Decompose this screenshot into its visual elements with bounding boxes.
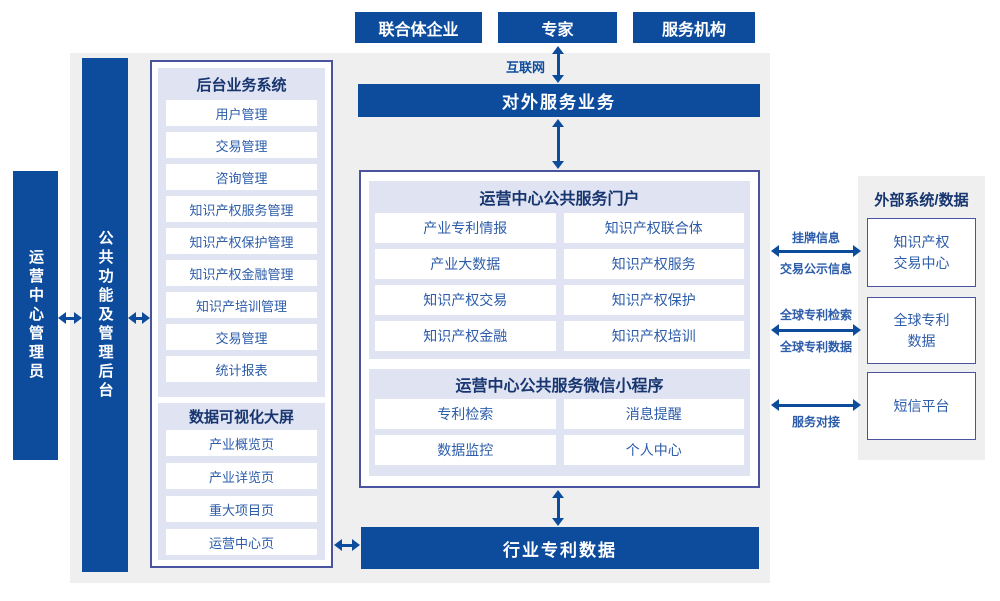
list-item: 统计报表	[166, 356, 317, 382]
miniprogram-cell: 专利检索	[375, 399, 556, 429]
external-system-line: 知识产权	[893, 234, 950, 251]
arrow-left-icon	[128, 312, 136, 324]
link-label-listing-info: 挂牌信息	[791, 231, 840, 245]
industry-patent-data-bar: 行业专利数据	[361, 527, 759, 569]
double-arrow-trading-center-icon	[771, 244, 861, 258]
miniprogram-title: 运营中心公共服务微信小程序	[455, 378, 664, 395]
double-arrow-dashboard-data-icon	[334, 538, 360, 552]
external-system-global-patent-data: 全球专利 数据	[867, 297, 976, 364]
portal-cell: 知识产权培训	[563, 321, 744, 351]
list-item: 知识产权服务管理	[166, 196, 317, 222]
admin-modules-box: 后台业务系统 用户管理 交易管理 咨询管理 知识产权服务管理 知识产权保护管理 …	[150, 60, 333, 568]
portal-cell: 知识产权交易	[375, 285, 556, 315]
role-public-functions-backend: 公共功能及管理后台	[82, 58, 128, 572]
dashboard-items: 产业概览页 产业详览页 重大项目页 运营中心页	[158, 430, 325, 555]
portal-panel: 运营中心公共服务门户 产业专利情报 知识产权联合体 产业大数据 知识产权服务 知…	[369, 181, 750, 359]
arrow-up-icon	[552, 46, 564, 54]
miniprogram-panel: 运营中心公共服务微信小程序 专利检索 消息提醒 数据监控 个人中心	[369, 369, 750, 476]
external-system-line: 数据	[907, 332, 936, 349]
actor-service-organizations: 服务机构	[633, 12, 755, 43]
portal-cell: 产业专利情报	[375, 213, 556, 243]
arrow-down-icon	[552, 161, 564, 169]
arrow-left-icon	[58, 312, 66, 324]
actor-experts: 专家	[498, 12, 617, 43]
external-system-ip-trading-center: 知识产权 交易中心	[867, 218, 976, 287]
portal-cell: 知识产权联合体	[563, 213, 744, 243]
arrow-shaft	[779, 328, 853, 332]
arrow-left-icon	[334, 539, 342, 551]
external-service-bar: 对外服务业务	[358, 84, 760, 117]
actor-consortium-enterprises: 联合体企业	[355, 12, 482, 43]
external-system-sms-platform: 短信平台	[867, 372, 976, 440]
dashboard-title: 数据可视化大屏	[188, 409, 294, 426]
arrow-right-icon	[74, 312, 82, 324]
portal-cells: 产业专利情报 知识产权联合体 产业大数据 知识产权服务 知识产权交易 知识产权保…	[369, 213, 750, 351]
double-arrow-service-to-portal-icon	[551, 119, 565, 169]
portal-title: 运营中心公共服务门户	[479, 191, 640, 208]
arrow-left-icon	[771, 245, 779, 257]
arrow-up-icon	[552, 490, 564, 498]
miniprogram-cell: 消息提醒	[563, 399, 744, 429]
internet-label: 互联网	[505, 60, 545, 75]
miniprogram-cells: 专利检索 消息提醒 数据监控 个人中心	[369, 399, 750, 465]
portal-cell: 产业大数据	[375, 249, 556, 279]
list-item: 知识产培训管理	[166, 292, 317, 318]
arrow-shaft	[779, 249, 853, 253]
list-item: 用户管理	[166, 100, 317, 126]
arrow-shaft	[342, 543, 352, 547]
arrow-right-icon	[853, 245, 861, 257]
arrow-down-icon	[552, 518, 564, 526]
double-arrow-internet-icon	[551, 46, 565, 83]
backend-system-title: 后台业务系统	[196, 76, 287, 94]
public-service-box: 运营中心公共服务门户 产业专利情报 知识产权联合体 产业大数据 知识产权服务 知…	[359, 170, 760, 488]
double-arrow-sms-icon	[771, 398, 861, 412]
double-arrow-backend-modules-icon	[128, 311, 150, 325]
list-item: 产业概览页	[166, 430, 317, 456]
arrow-right-icon	[352, 539, 360, 551]
arrow-left-icon	[771, 399, 779, 411]
arrow-shaft	[779, 403, 853, 407]
portal-cell: 知识产权保护	[563, 285, 744, 315]
list-item: 知识产权金融管理	[166, 260, 317, 286]
miniprogram-cell: 个人中心	[563, 435, 744, 465]
arrow-right-icon	[853, 399, 861, 411]
backend-system-panel: 后台业务系统 用户管理 交易管理 咨询管理 知识产权服务管理 知识产权保护管理 …	[158, 68, 325, 397]
portal-cell: 知识产权金融	[375, 321, 556, 351]
miniprogram-cell: 数据监控	[375, 435, 556, 465]
portal-cell: 知识产权服务	[563, 249, 744, 279]
arrow-up-icon	[552, 119, 564, 127]
list-item: 交易管理	[166, 132, 317, 158]
external-system-line: 全球专利	[893, 312, 950, 329]
role-operations-center-admin: 运营中心管理员	[13, 171, 58, 460]
double-arrow-global-patent-icon	[771, 323, 861, 337]
link-label-global-patent-search: 全球专利检索	[779, 308, 852, 322]
link-label-service-docking: 服务对接	[791, 415, 840, 429]
arrow-shaft	[136, 316, 142, 320]
arrow-shaft	[556, 127, 560, 161]
arrow-left-icon	[771, 324, 779, 336]
list-item: 知识产权保护管理	[166, 228, 317, 254]
arrow-right-icon	[142, 312, 150, 324]
double-arrow-admin-backend-icon	[58, 311, 82, 325]
double-arrow-portal-data-icon	[551, 490, 565, 526]
list-item: 交易管理	[166, 324, 317, 350]
link-label-trade-publicity-info: 交易公示信息	[779, 262, 852, 276]
link-label-global-patent-data: 全球专利数据	[779, 340, 852, 354]
arrow-down-icon	[552, 75, 564, 83]
arrow-right-icon	[853, 324, 861, 336]
dashboard-panel: 数据可视化大屏 产业概览页 产业详览页 重大项目页 运营中心页	[158, 403, 325, 560]
external-system-line: 交易中心	[893, 254, 950, 271]
arrow-shaft	[556, 54, 560, 75]
list-item: 产业详览页	[166, 463, 317, 489]
external-systems-title: 外部系统/数据	[874, 191, 969, 209]
list-item: 咨询管理	[166, 164, 317, 190]
list-item: 运营中心页	[166, 529, 317, 555]
backend-system-items: 用户管理 交易管理 咨询管理 知识产权服务管理 知识产权保护管理 知识产权金融管…	[158, 100, 325, 382]
external-system-line: 短信平台	[893, 397, 950, 414]
arrow-shaft	[556, 498, 560, 518]
arrow-shaft	[66, 316, 74, 320]
list-item: 重大项目页	[166, 496, 317, 522]
